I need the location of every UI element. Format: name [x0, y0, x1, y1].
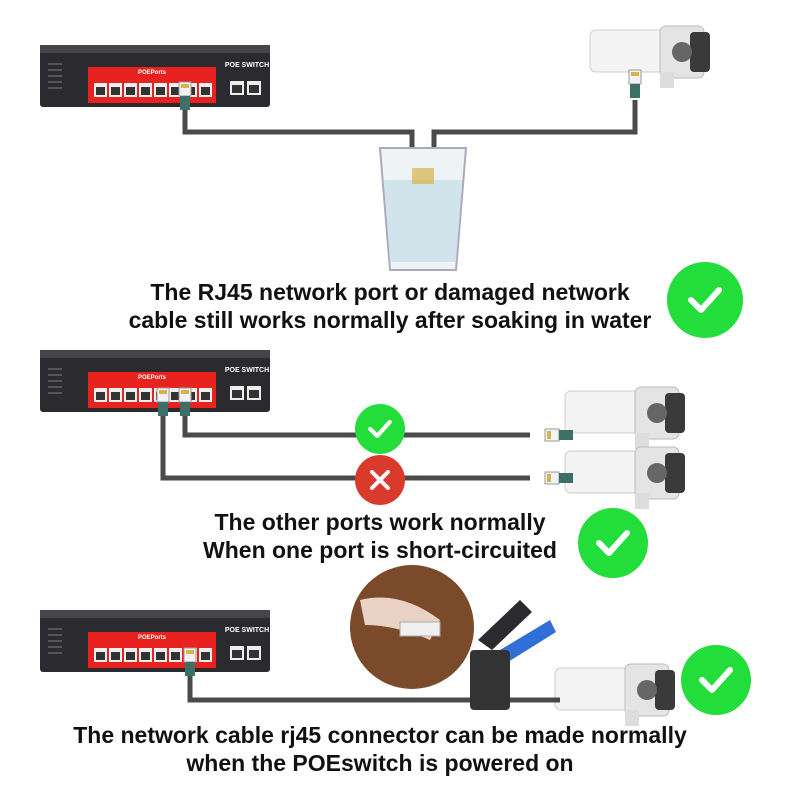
caption-line: The network cable rj45 connector can be …	[73, 722, 687, 748]
caption-short-circuit: The other ports work normally When one p…	[180, 508, 580, 564]
ip-camera	[589, 25, 711, 89]
rj45-connector	[178, 81, 192, 111]
network-cable	[187, 672, 560, 703]
check-icon	[681, 645, 751, 715]
rj45-connector	[544, 471, 574, 485]
rj45-connector	[178, 387, 192, 417]
caption-line: when the POEswitch is powered on	[186, 750, 574, 776]
crimping-photo	[350, 565, 474, 689]
port-ok-check-icon	[355, 404, 405, 454]
crimping-tool	[470, 600, 556, 710]
switch-ports-label: POEPorts	[138, 635, 167, 641]
ip-camera	[564, 386, 686, 450]
caption-line: The RJ45 network port or damaged network	[150, 279, 630, 305]
port-short-cross-icon	[355, 455, 405, 505]
poe-switch	[40, 45, 270, 107]
ip-camera	[564, 446, 686, 510]
ip-camera	[554, 663, 676, 727]
rj45-connector	[183, 647, 197, 677]
switch-brand-label: POE SWITCH	[225, 367, 269, 374]
caption-line: cable still works normally after soaking…	[128, 307, 652, 333]
water-glass	[378, 147, 468, 271]
caption-crimping: The network cable rj45 connector can be …	[40, 721, 720, 777]
rj45-connector	[544, 428, 574, 442]
switch-ports-label: POEPorts	[138, 375, 167, 381]
rj45-connector	[628, 69, 642, 99]
caption-line: The other ports work normally	[214, 509, 546, 535]
poe-switch	[40, 350, 270, 412]
caption-line: When one port is short-circuited	[203, 537, 557, 563]
network-cable	[160, 412, 530, 481]
caption-water: The RJ45 network port or damaged network…	[90, 278, 690, 334]
switch-brand-label: POE SWITCH	[225, 627, 269, 634]
switch-ports-label: POEPorts	[138, 70, 167, 76]
poe-switch	[40, 610, 270, 672]
switch-brand-label: POE SWITCH	[225, 62, 269, 69]
check-icon	[667, 262, 743, 338]
rj45-connector	[156, 387, 170, 417]
check-icon	[578, 508, 648, 578]
